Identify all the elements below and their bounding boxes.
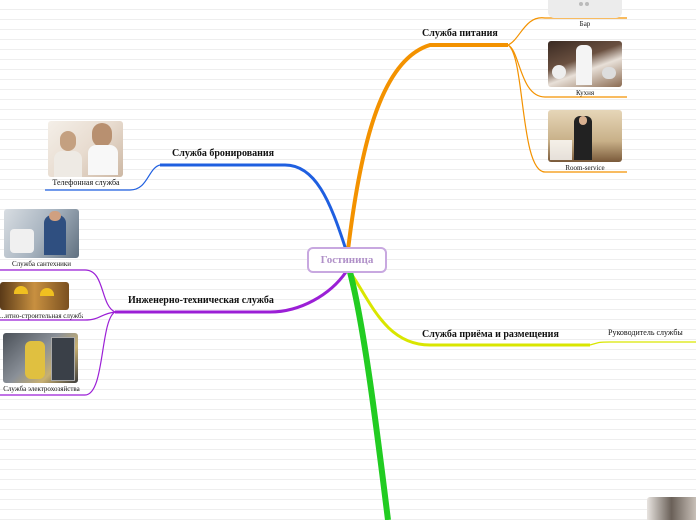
kitchen-photo: [548, 41, 622, 87]
branch-reception-label[interactable]: Служба приёма и размещения: [422, 329, 559, 340]
partial-photo: [647, 497, 696, 520]
branch-booking-label[interactable]: Служба бронирования: [172, 148, 275, 159]
roomservice-label[interactable]: Room-service: [565, 164, 605, 172]
electrical-photo: [3, 333, 78, 383]
branch-engineering-label[interactable]: Инженерно-техническая служба: [128, 295, 274, 306]
connector-bar: [507, 17, 627, 46]
bar-photo: [548, 0, 622, 18]
connector-food: [346, 43, 508, 251]
plumbing-label[interactable]: Служба сантехники: [12, 260, 71, 268]
phone-service-photo: [48, 121, 123, 177]
connector-reception: [348, 271, 590, 347]
connector-bottom: [347, 271, 391, 520]
connector-electrical: [0, 311, 116, 396]
connector-plumbing: [0, 269, 116, 313]
phone-service-label[interactable]: Телефонная служба: [52, 178, 120, 187]
connector-engineering: [115, 271, 348, 314]
connector-roomservice: [507, 44, 627, 173]
root-node[interactable]: Гостиница: [307, 247, 387, 273]
connector-construction: [0, 311, 116, 321]
connector-phone: [45, 164, 161, 191]
electrical-label[interactable]: Служба электрохозяйства: [3, 385, 80, 393]
plumbing-photo: [4, 209, 79, 258]
kitchen-label[interactable]: Кухня: [575, 89, 595, 97]
bar-label[interactable]: Бар: [579, 20, 591, 28]
reception-head-label[interactable]: Руководитель службы: [608, 328, 683, 337]
branch-food-label[interactable]: Служба питания: [422, 28, 498, 39]
construction-label[interactable]: ...итно-строительная служба: [0, 312, 83, 320]
connector-booking: [160, 163, 348, 251]
roomservice-photo: [548, 110, 622, 162]
construction-photo: [0, 282, 69, 310]
connector-head: [589, 341, 696, 346]
